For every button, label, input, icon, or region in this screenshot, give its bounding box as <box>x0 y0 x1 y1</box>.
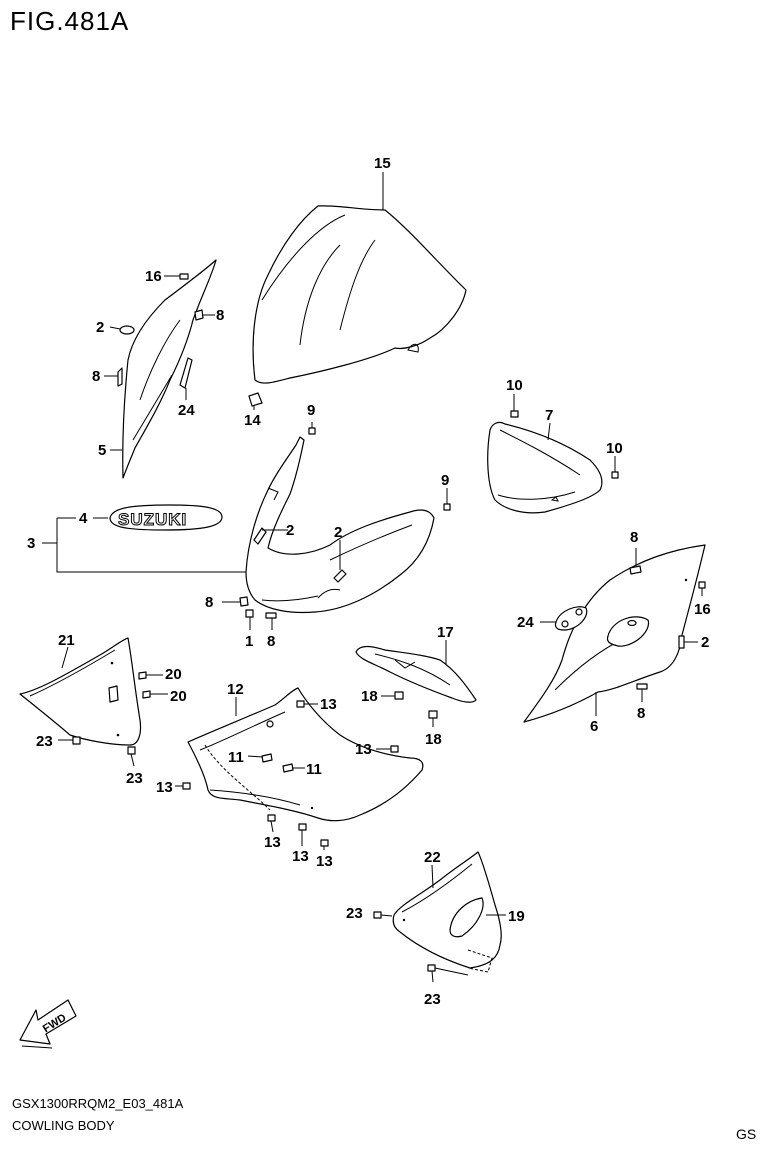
callout-19: 19 <box>508 908 525 925</box>
callout-21: 21 <box>58 632 75 649</box>
part-16-screw-right[interactable] <box>698 581 706 596</box>
part-5-side-panel[interactable] <box>117 259 217 479</box>
callout-10-top: 10 <box>506 377 523 394</box>
part-13-screw-d[interactable] <box>267 814 276 822</box>
part-20-nut-b[interactable] <box>142 690 151 699</box>
figure-code: GSX1300RRQM2_E03_481A <box>12 1096 184 1111</box>
callout-8-left: 8 <box>92 368 100 385</box>
part-3-upper-cowling[interactable] <box>245 436 435 614</box>
callout-13-d: 13 <box>264 834 281 851</box>
callout-7: 7 <box>545 407 553 424</box>
part-10-screw-right[interactable] <box>611 471 619 479</box>
callout-24-left: 24 <box>178 402 195 419</box>
part-23-screw-left-bottom[interactable] <box>127 746 136 755</box>
part-21-lower-panel-left[interactable] <box>19 637 142 746</box>
part-6-side-panel-right[interactable] <box>523 544 706 723</box>
figure-title: FIG.481A <box>10 6 130 36</box>
callout-14: 14 <box>244 412 261 429</box>
callout-1: 1 <box>245 633 253 650</box>
callout-2-left: 2 <box>96 319 104 336</box>
part-22-lower-panel-right[interactable] <box>392 851 502 973</box>
part-24-washer-right[interactable] <box>554 606 588 631</box>
part-10-screw-top[interactable] <box>510 410 519 418</box>
callout-13-c: 13 <box>156 779 173 796</box>
callout-2-right: 2 <box>701 634 709 651</box>
callout-8-right-top: 8 <box>630 529 638 546</box>
part-2-grommet-left[interactable] <box>119 325 135 335</box>
callout-23-right-a: 23 <box>346 905 363 922</box>
part-17-bracket[interactable] <box>355 645 477 703</box>
part-7-inner-cover[interactable] <box>487 421 603 514</box>
callout-17: 17 <box>437 624 454 641</box>
callout-11-b: 11 <box>306 761 322 778</box>
part-20-nut-a[interactable] <box>138 671 147 680</box>
emblem-text: SUZUKI <box>118 510 187 529</box>
part-8-nut-cowling-left[interactable] <box>239 596 249 607</box>
part-9-screw-center[interactable] <box>308 422 316 435</box>
callout-23-right-b: 23 <box>424 991 441 1008</box>
callout-4: 4 <box>79 510 88 527</box>
callout-13-b: 13 <box>355 741 372 758</box>
callout-16-right: 16 <box>694 601 711 618</box>
callout-2-cowling-right: 2 <box>334 524 342 541</box>
region-code: GS <box>736 1126 757 1142</box>
callout-5: 5 <box>98 442 106 459</box>
callout-20-b: 20 <box>170 688 187 705</box>
callout-6: 6 <box>590 718 598 735</box>
callout-12: 12 <box>227 681 244 698</box>
part-13-screw-a[interactable] <box>296 700 305 708</box>
callout-8-cowling-left: 8 <box>205 594 213 611</box>
part-1-bracket[interactable] <box>245 609 254 618</box>
callout-22: 22 <box>424 849 441 866</box>
callout-23-left: 23 <box>36 733 53 750</box>
part-13-screw-c[interactable] <box>182 782 191 790</box>
callout-23-left-bottom: 23 <box>126 770 143 787</box>
callout-3: 3 <box>27 535 35 552</box>
part-16-screw[interactable] <box>179 273 189 280</box>
callout-18-a: 18 <box>361 688 378 705</box>
part-13-screw-b[interactable] <box>390 745 399 753</box>
callout-10-right: 10 <box>606 440 623 457</box>
part-23-screw-left[interactable] <box>72 736 81 745</box>
callout-20-a: 20 <box>165 666 182 683</box>
callout-16-top: 16 <box>145 268 162 285</box>
part-23-screw-right-b[interactable] <box>427 964 436 972</box>
callout-15: 15 <box>374 155 391 172</box>
callout-11-a: 11 <box>228 749 244 766</box>
callout-18-b: 18 <box>425 731 442 748</box>
part-9-screw-right[interactable] <box>443 488 451 511</box>
part-8-nut-upper[interactable] <box>194 309 204 321</box>
part-4-emblem[interactable]: SUZUKI <box>109 504 223 531</box>
callout-13-f: 13 <box>316 853 333 870</box>
part-12-under-cowling[interactable] <box>187 687 424 822</box>
part-8-nut-cowling-bottom[interactable] <box>265 612 277 619</box>
callout-8-cowling-bottom: 8 <box>267 633 275 650</box>
callout-9-right: 9 <box>441 472 449 489</box>
callout-8-right-bottom: 8 <box>637 705 645 722</box>
callout-2-cowling-left: 2 <box>286 522 294 539</box>
part-13-screw-e[interactable] <box>298 823 307 831</box>
part-15-windscreen[interactable] <box>252 205 467 384</box>
part-14-clip[interactable] <box>248 392 263 407</box>
callout-9-center: 9 <box>307 402 315 419</box>
callout-13-e: 13 <box>292 848 309 865</box>
part-23-screw-right-a[interactable] <box>373 911 393 919</box>
figure-name: COWLING BODY <box>12 1118 115 1133</box>
part-18-bolt-b[interactable] <box>428 710 438 719</box>
part-13-screw-f[interactable] <box>320 839 329 847</box>
part-18-bolt-a[interactable] <box>394 691 404 700</box>
callout-24-right: 24 <box>517 614 534 631</box>
callout-8-upper: 8 <box>216 307 224 324</box>
fwd-arrow-icon: FWD <box>19 999 77 1049</box>
callout-13-a: 13 <box>320 696 337 713</box>
